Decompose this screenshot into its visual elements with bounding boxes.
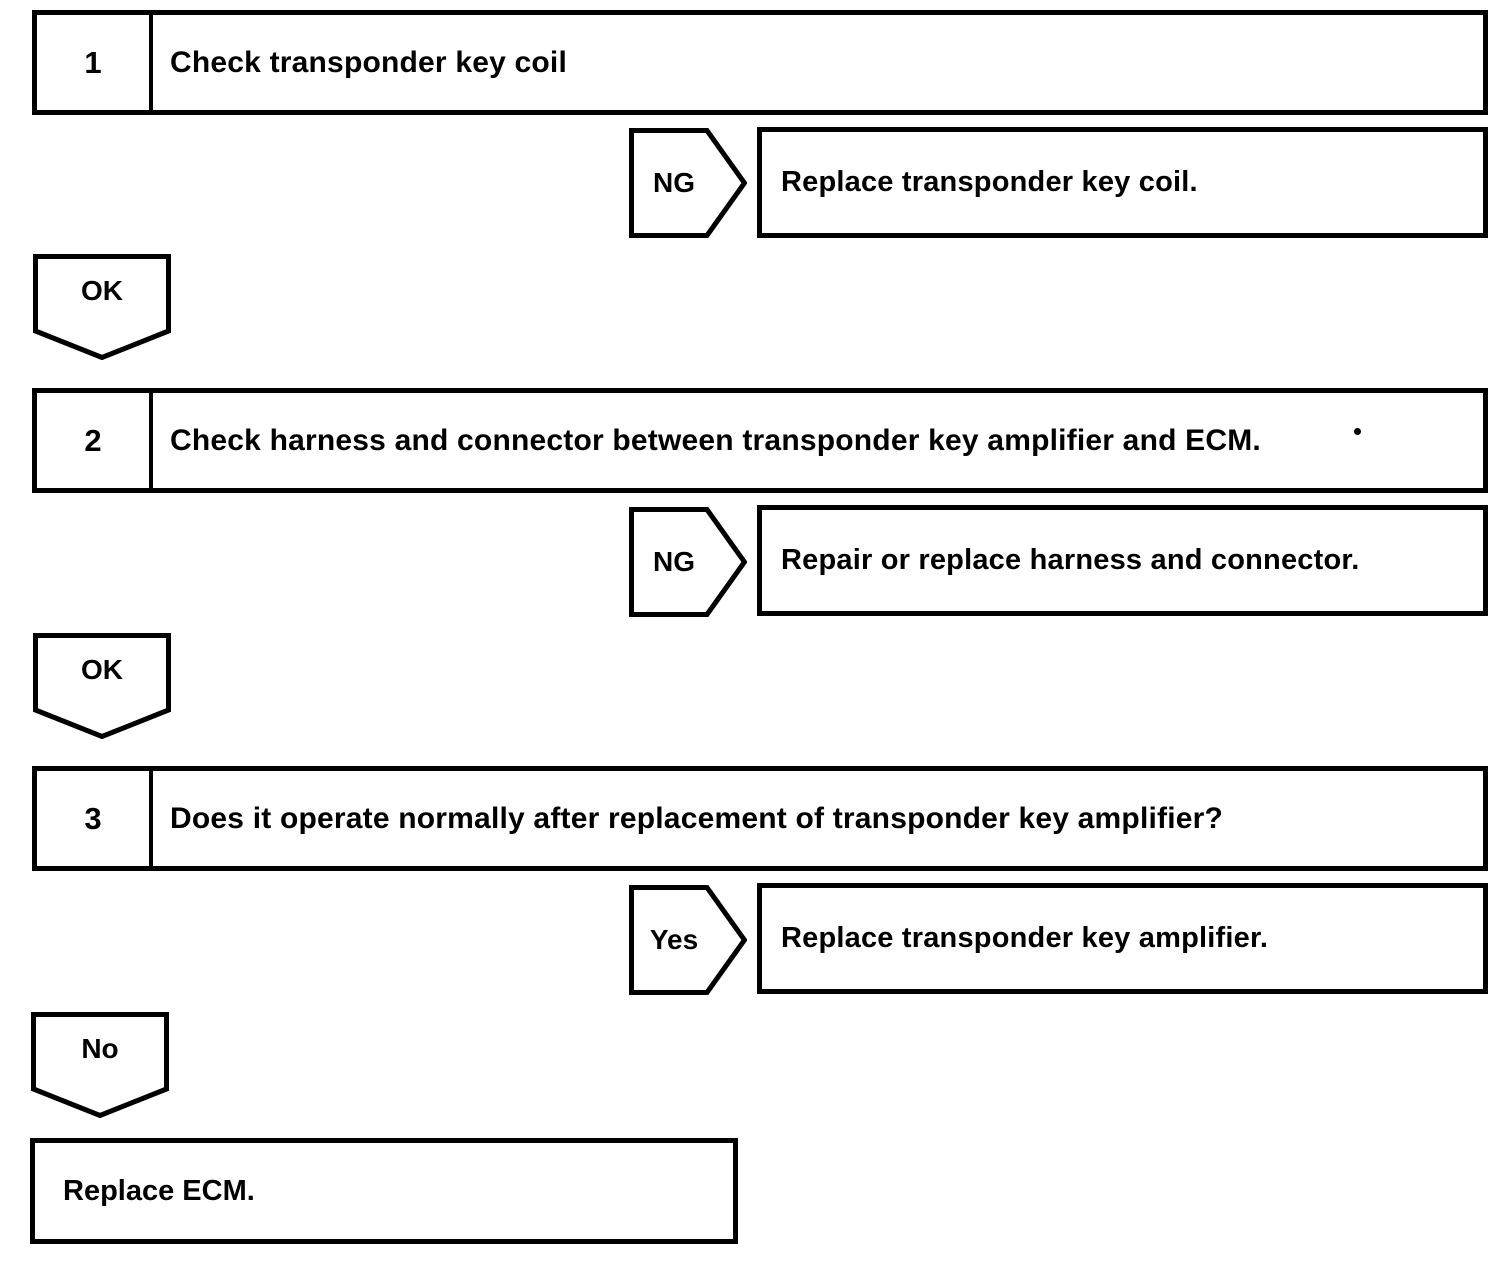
- step-1-box: 1 Check transponder key coil: [32, 10, 1488, 115]
- scan-speck: [1354, 428, 1361, 435]
- step-1-branch-action-box: Replace transponder key coil.: [757, 127, 1488, 238]
- final-action-box: Replace ECM.: [30, 1138, 738, 1244]
- step-2-title: Check harness and connector between tran…: [170, 423, 1261, 457]
- step-1-number: 1: [37, 15, 153, 110]
- step-2-box: 2 Check harness and connector between tr…: [32, 388, 1488, 493]
- step-2-continue-label: OK: [81, 654, 123, 685]
- step-3-box: 3 Does it operate normally after replace…: [32, 766, 1488, 871]
- step-3-continue-connector: No: [31, 1012, 169, 1118]
- step-3-continue-label: No: [81, 1033, 119, 1064]
- step-1-branch-connector: NG: [629, 128, 747, 238]
- step-2-number: 2: [37, 393, 153, 488]
- step-1-continue-connector: OK: [33, 254, 171, 360]
- step-2-branch-action-box: Repair or replace harness and connector.: [757, 505, 1488, 616]
- right-arrow-pentagon-icon: [629, 507, 747, 617]
- step-3-title: Does it operate normally after replaceme…: [170, 801, 1224, 835]
- step-3-number: 3: [37, 771, 153, 866]
- step-3-branch-label: Yes: [649, 924, 699, 955]
- down-arrow-pentagon-icon: [33, 254, 171, 360]
- step-1-continue-label: OK: [81, 275, 123, 306]
- down-arrow-pentagon-icon: [33, 633, 171, 739]
- right-arrow-pentagon-icon: [629, 128, 747, 238]
- step-1-branch-label: NG: [653, 167, 695, 198]
- step-1-title: Check transponder key coil: [170, 45, 568, 79]
- step-2-branch-label: NG: [653, 546, 695, 577]
- step-3-branch-action-box: Replace transponder key amplifier.: [757, 883, 1488, 994]
- right-arrow-pentagon-icon: [629, 885, 747, 995]
- step-2-branch-connector: NG: [629, 507, 747, 617]
- down-arrow-pentagon-icon: [31, 1012, 169, 1118]
- step-3-branch-connector: Yes: [629, 885, 747, 995]
- step-2-continue-connector: OK: [33, 633, 171, 739]
